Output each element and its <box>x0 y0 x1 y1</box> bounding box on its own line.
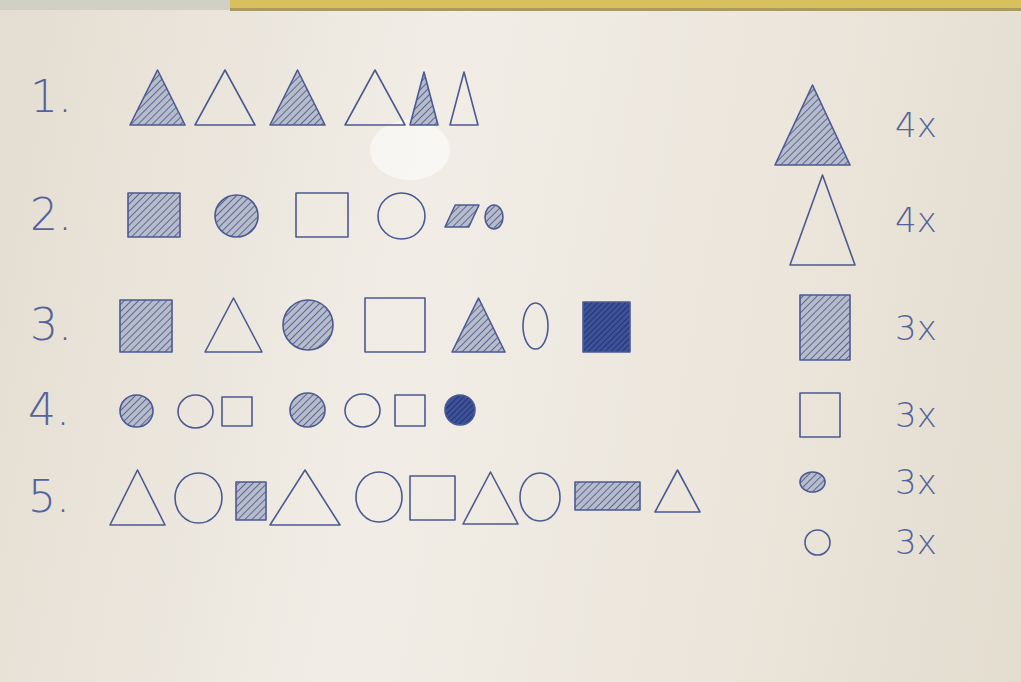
drawn-shape <box>178 395 213 428</box>
row-number: 2. <box>30 193 72 237</box>
drawn-shape <box>445 205 479 227</box>
drawn-shape <box>410 72 438 125</box>
drawn-shape <box>345 394 380 427</box>
shape-sample <box>770 391 895 439</box>
drawn-shape <box>195 70 255 125</box>
drawn-shape <box>290 393 325 427</box>
drawn-shape <box>120 395 153 427</box>
drawn-shape <box>775 85 850 165</box>
drawn-shape <box>215 195 258 237</box>
drawn-shape <box>452 298 505 352</box>
shape-sample <box>770 470 895 494</box>
shape-sample <box>770 173 895 267</box>
count-row: 3x <box>770 525 937 559</box>
drawn-shape <box>805 530 830 555</box>
count-text: 3x <box>895 525 937 559</box>
row-number: 1. <box>30 75 72 119</box>
row-number: 4. <box>28 388 70 432</box>
drawn-shape <box>128 193 180 237</box>
board-frame <box>230 0 1021 8</box>
drawn-shape <box>175 473 222 523</box>
count-text: 4x <box>895 203 937 237</box>
drawn-shape <box>800 295 850 360</box>
drawn-shape <box>410 476 455 520</box>
drawn-shape <box>655 470 700 512</box>
drawn-shape <box>110 470 165 525</box>
drawn-shape <box>485 205 503 229</box>
drawn-shape <box>130 70 185 125</box>
count-text: 3x <box>895 465 937 499</box>
drawn-shape <box>345 70 405 125</box>
drawn-shape <box>520 473 560 521</box>
drawn-shape <box>575 482 640 510</box>
drawn-shape <box>120 300 172 352</box>
row-number: 3. <box>30 303 72 347</box>
drawn-shape <box>283 300 333 350</box>
count-text: 4x <box>895 108 937 142</box>
drawn-shape <box>365 298 425 352</box>
drawn-shape <box>523 303 548 349</box>
wall-edge <box>0 0 1021 10</box>
drawn-shape <box>445 395 475 425</box>
drawn-shape <box>800 472 825 492</box>
count-row: 3x <box>770 391 937 439</box>
count-row: 4x <box>770 83 937 167</box>
drawn-shape <box>583 302 630 352</box>
count-row: 4x <box>770 173 937 267</box>
count-text: 3x <box>895 398 937 432</box>
board-frame-shadow <box>230 8 1021 11</box>
shape-sample <box>770 528 895 557</box>
drawn-shape <box>450 72 478 125</box>
drawn-shape <box>395 395 425 426</box>
count-row: 3x <box>770 293 937 362</box>
drawn-shape <box>790 175 855 265</box>
drawn-shape <box>463 472 518 524</box>
drawn-shape <box>296 193 348 237</box>
shape-sample <box>770 293 895 362</box>
drawn-shape <box>205 298 262 352</box>
drawn-shape <box>800 393 840 437</box>
drawn-shape <box>356 472 402 522</box>
drawn-shape <box>270 470 340 525</box>
drawn-shape <box>270 70 325 125</box>
shape-sample <box>770 83 895 167</box>
drawn-shape <box>236 482 266 520</box>
count-row: 3x <box>770 465 937 499</box>
light-glare <box>370 120 450 180</box>
drawn-shape <box>378 193 425 239</box>
row-number: 5. <box>28 475 70 519</box>
drawn-shape <box>222 397 252 426</box>
count-text: 3x <box>895 311 937 345</box>
